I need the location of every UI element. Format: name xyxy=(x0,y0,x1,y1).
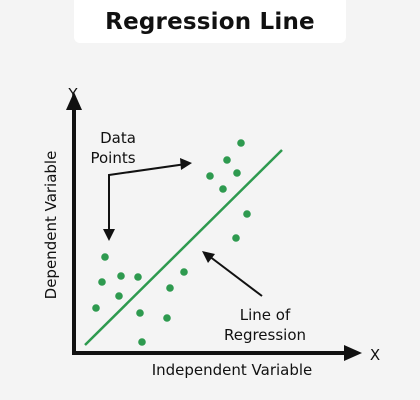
regression-pointer xyxy=(208,255,263,297)
x-axis-letter: X xyxy=(370,346,380,364)
data-point xyxy=(206,172,214,180)
data-points-pointer-head-right xyxy=(180,158,192,170)
regression-label-line1: Line of xyxy=(240,306,291,324)
y-axis-letter: Y xyxy=(67,85,78,103)
data-points-pointer-head-down xyxy=(103,229,115,241)
title-box: Regression Line xyxy=(74,0,346,43)
data-point xyxy=(180,268,188,276)
data-point xyxy=(233,169,241,177)
data-points-pointer xyxy=(108,163,187,232)
y-axis-label: Dependent Variable xyxy=(42,151,60,300)
data-points-label-line1: Data xyxy=(100,129,136,147)
data-points-label-line2: Points xyxy=(90,149,135,167)
data-point xyxy=(98,278,106,286)
data-points xyxy=(92,139,251,346)
x-axis-label: Independent Variable xyxy=(152,361,313,379)
data-point xyxy=(243,210,251,218)
regression-pointer-head xyxy=(202,251,215,263)
data-point xyxy=(117,272,125,280)
data-point xyxy=(166,284,174,292)
data-point xyxy=(134,273,142,281)
data-point xyxy=(101,253,109,261)
regression-label-line2: Regression xyxy=(224,326,306,344)
data-point xyxy=(136,309,144,317)
data-point xyxy=(92,304,100,312)
page-title: Regression Line xyxy=(105,8,315,35)
data-point xyxy=(219,185,227,193)
data-point xyxy=(237,139,245,147)
data-point xyxy=(232,234,240,242)
data-point xyxy=(138,338,146,346)
data-point xyxy=(223,156,231,164)
x-axis-arrowhead xyxy=(344,345,362,361)
data-point xyxy=(163,314,171,322)
regression-line xyxy=(84,149,283,346)
data-point xyxy=(115,292,123,300)
y-axis-arrowhead xyxy=(66,92,82,110)
